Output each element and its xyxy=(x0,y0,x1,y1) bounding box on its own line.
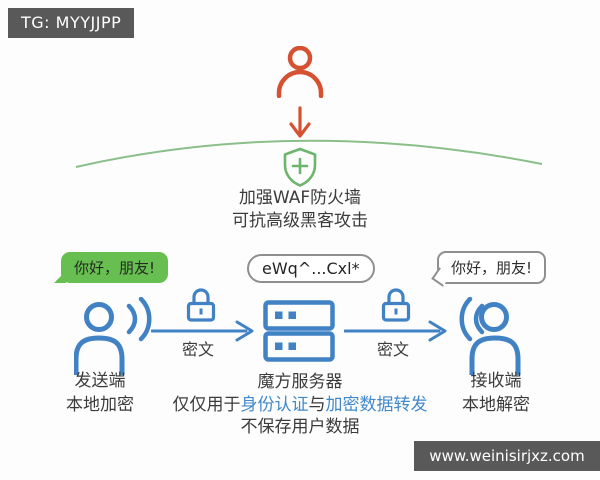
arrow-down-icon xyxy=(289,106,311,138)
desc-segment-auth: 身份认证 xyxy=(240,395,309,415)
bubble-text: 你好，朋友! xyxy=(451,259,533,277)
arrow-right-icon xyxy=(151,320,254,342)
person-receive-icon xyxy=(459,297,521,375)
receiver-label-decrypt: 本地解密 xyxy=(462,395,530,415)
arrow-right-icon xyxy=(344,320,447,342)
firewall-title: 加强WAF防火墙 xyxy=(238,188,362,208)
bubble-tail xyxy=(54,271,66,283)
lock-icon xyxy=(381,288,411,322)
server-icon xyxy=(263,300,335,362)
server-note: 不保存用户数据 xyxy=(240,417,360,437)
bubble-text: eWq^...Cxl* xyxy=(262,259,360,278)
sender-label-encrypt: 本地加密 xyxy=(66,395,134,415)
receiver-label-role: 接收端 xyxy=(470,371,522,391)
plaintext-bubble-right: 你好，朋友! xyxy=(431,251,547,287)
person-broadcast-icon xyxy=(74,297,152,375)
person-icon xyxy=(276,46,324,98)
desc-segment: 仅仅用于 xyxy=(172,395,241,415)
shield-plus-icon xyxy=(283,147,317,187)
cipher-label-left: 密文 xyxy=(181,340,214,359)
plaintext-bubble-left: 你好，朋友! xyxy=(54,252,169,283)
ciphertext-bubble: eWq^...Cxl* xyxy=(247,254,375,283)
server-description: 仅仅用于身份认证与加密数据转发 xyxy=(130,395,470,415)
protection-arc xyxy=(75,139,543,168)
bubble-tail xyxy=(431,267,451,287)
desc-segment-relay: 加密数据转发 xyxy=(325,395,428,415)
lock-icon xyxy=(186,288,216,322)
cipher-label-right: 密文 xyxy=(376,340,409,359)
firewall-subtitle: 可抗高级黑客攻击 xyxy=(232,211,368,231)
tg-banner: TG: MYYJJPP xyxy=(8,8,135,38)
bubble-text: 你好，朋友! xyxy=(74,259,156,277)
watermark-banner: www.weinisirjxz.com xyxy=(414,441,600,471)
sender-label-role: 发送端 xyxy=(74,371,126,391)
desc-segment: 与 xyxy=(308,395,326,415)
server-title: 魔方服务器 xyxy=(257,372,343,392)
